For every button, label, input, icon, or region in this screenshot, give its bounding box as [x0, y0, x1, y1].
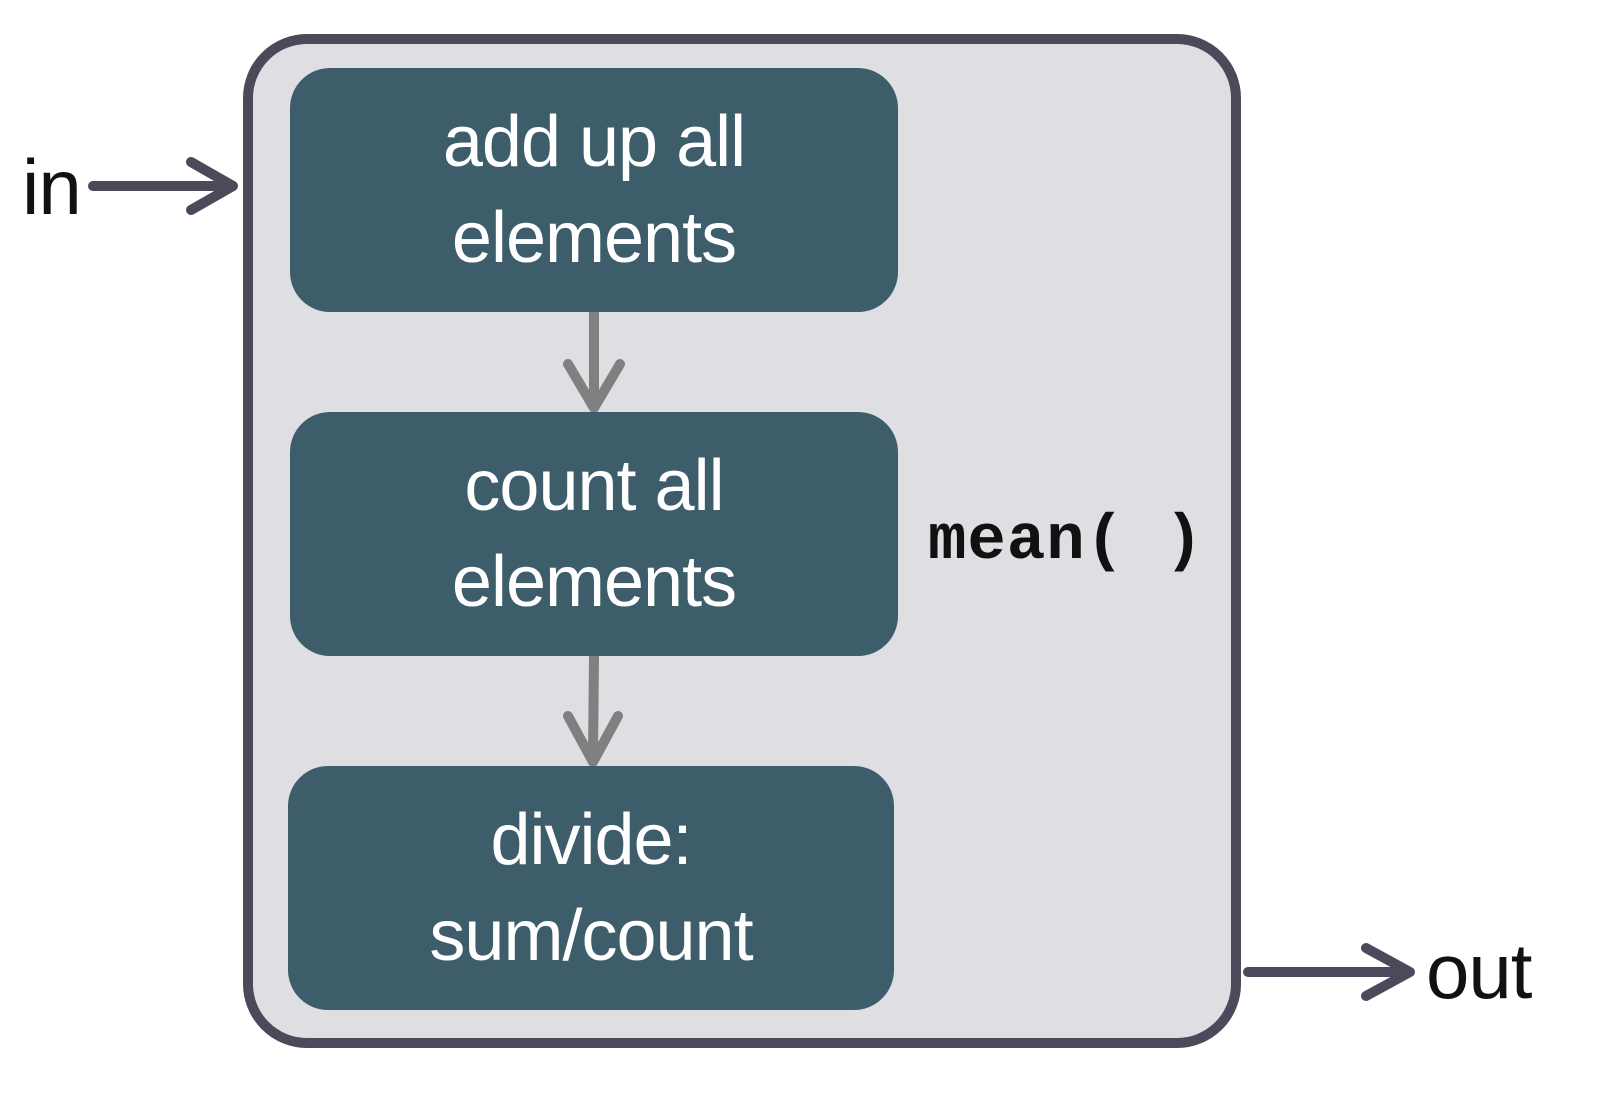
- flow-arrow-1-to-2: [563, 307, 625, 413]
- step-count-line-2: elements: [451, 542, 737, 622]
- input-label: in: [22, 143, 82, 231]
- step-count-box: count all elements: [290, 412, 898, 656]
- step-sum-line-1: add up all: [442, 102, 746, 182]
- input-arrow: [88, 157, 238, 215]
- step-count-line-1: count all: [464, 446, 724, 526]
- output-label: out: [1426, 927, 1532, 1015]
- step-divide-line-2: sum/count: [429, 896, 753, 976]
- step-sum-line-2: elements: [451, 198, 737, 278]
- output-arrow: [1243, 943, 1415, 1001]
- function-name-label: mean( ): [928, 506, 1204, 578]
- step-divide-box: divide: sum/count: [288, 766, 894, 1010]
- flow-arrow-2-to-3: [563, 651, 623, 767]
- step-divide-line-1: divide:: [490, 800, 692, 880]
- step-sum-box: add up all elements: [290, 68, 898, 312]
